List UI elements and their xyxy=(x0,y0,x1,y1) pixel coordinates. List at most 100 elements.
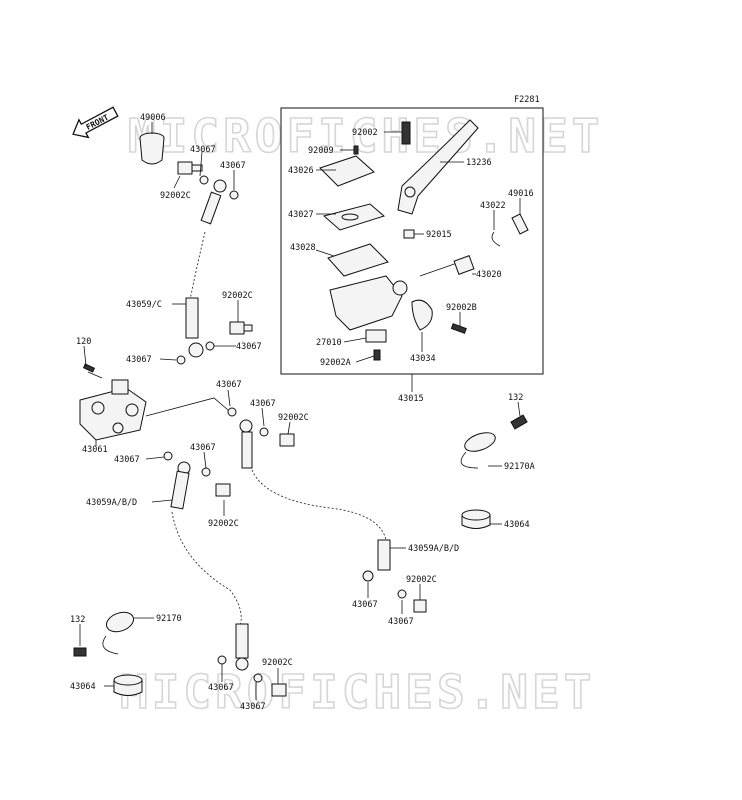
label-43061: 43061 xyxy=(82,440,108,455)
svg-text:43059A/B/D: 43059A/B/D xyxy=(408,544,459,554)
svg-text:92002C: 92002C xyxy=(406,575,437,585)
svg-text:43067: 43067 xyxy=(240,702,266,712)
label-43064-a: 43064 xyxy=(490,520,530,530)
svg-text:43034: 43034 xyxy=(410,354,436,364)
label-120: 120 xyxy=(76,337,91,367)
label-43067-j: 43067 xyxy=(388,600,414,627)
label-43067-e: 43067 xyxy=(216,380,242,407)
svg-text:92009: 92009 xyxy=(308,146,334,156)
label-43067-c: 43067 xyxy=(214,342,262,352)
watermark-top: MICROFICHES.NET xyxy=(128,109,603,163)
part-shape-clamp-right xyxy=(460,414,528,529)
label-43067-i: 43067 xyxy=(352,582,378,610)
label-92002: 92002 xyxy=(352,128,402,138)
label-92170: 92170 xyxy=(134,614,182,624)
label-92002c-f: 92002C xyxy=(262,658,293,684)
label-13236: 13236 xyxy=(440,158,492,168)
svg-text:92002C: 92002C xyxy=(208,519,239,529)
svg-text:43067: 43067 xyxy=(114,455,140,465)
label-43067-d: 43067 xyxy=(126,355,177,365)
svg-text:43061: 43061 xyxy=(82,445,108,455)
svg-text:92002B: 92002B xyxy=(446,303,477,313)
svg-text:43067: 43067 xyxy=(236,342,262,352)
part-shape-49006 xyxy=(139,132,165,165)
label-92002c-a: 92002C xyxy=(160,175,191,201)
svg-text:92170A: 92170A xyxy=(504,462,535,472)
part-shape-hose-lower-left xyxy=(170,461,287,697)
label-43067-h: 43067 xyxy=(190,443,216,469)
svg-text:92002: 92002 xyxy=(352,128,378,138)
label-43067-a: 43067 xyxy=(190,145,216,177)
label-43027: 43027 xyxy=(288,210,336,220)
label-43067-k: 43067 xyxy=(208,664,234,693)
label-43020: 43020 xyxy=(472,270,502,280)
label-92002c-b: 92002C xyxy=(222,291,253,322)
svg-text:43067: 43067 xyxy=(190,145,216,155)
label-43026: 43026 xyxy=(288,166,336,176)
svg-text:92170: 92170 xyxy=(156,614,182,624)
watermark-bottom: MICROFICHES.NET xyxy=(120,665,595,719)
svg-text:43059A/B/D: 43059A/B/D xyxy=(86,498,137,508)
svg-text:43067: 43067 xyxy=(216,380,242,390)
figure-code: F2281 xyxy=(514,95,540,105)
label-49006: 49006 xyxy=(140,113,166,134)
svg-text:43067: 43067 xyxy=(126,355,152,365)
label-92002b: 92002B xyxy=(446,303,477,326)
svg-text:120: 120 xyxy=(76,337,91,347)
svg-text:43028: 43028 xyxy=(290,243,316,253)
label-43022: 43022 xyxy=(480,201,506,230)
svg-text:132: 132 xyxy=(70,615,85,625)
label-43059c: 43059/C xyxy=(126,300,186,310)
part-shape-hose-top xyxy=(189,179,227,301)
svg-text:43027: 43027 xyxy=(288,210,314,220)
svg-text:43067: 43067 xyxy=(190,443,216,453)
label-132-a: 132 xyxy=(508,393,523,417)
part-shape-43061 xyxy=(79,363,147,441)
svg-text:43067: 43067 xyxy=(388,617,414,627)
svg-text:43067: 43067 xyxy=(250,399,276,409)
svg-text:49006: 49006 xyxy=(140,113,166,123)
svg-text:43064: 43064 xyxy=(70,682,96,692)
label-132-b: 132 xyxy=(70,615,85,646)
svg-text:43067: 43067 xyxy=(352,600,378,610)
svg-text:43026: 43026 xyxy=(288,166,314,176)
part-shape-bolt-top xyxy=(177,161,239,200)
svg-text:92002C: 92002C xyxy=(278,413,309,423)
svg-text:43067: 43067 xyxy=(220,161,246,171)
label-43034: 43034 xyxy=(410,332,436,364)
label-92009: 92009 xyxy=(308,146,354,156)
svg-text:43059/C: 43059/C xyxy=(126,300,162,310)
svg-text:43067: 43067 xyxy=(208,683,234,693)
svg-text:13236: 13236 xyxy=(466,158,492,168)
part-shape-hose-mid-right xyxy=(239,419,427,613)
svg-text:43020: 43020 xyxy=(476,270,502,280)
svg-text:27010: 27010 xyxy=(316,338,342,348)
label-92170a: 92170A xyxy=(488,462,535,472)
label-43059abd-a: 43059A/B/D xyxy=(86,498,173,508)
label-43064-b: 43064 xyxy=(70,682,114,692)
assembly-label: 43015 xyxy=(398,394,424,404)
svg-text:92002C: 92002C xyxy=(262,658,293,668)
svg-text:92002C: 92002C xyxy=(222,291,253,301)
label-92002c-e: 92002C xyxy=(406,575,437,600)
svg-text:43022: 43022 xyxy=(480,201,506,211)
label-92002c-c: 92002C xyxy=(278,413,309,435)
label-92002c-d: 92002C xyxy=(208,500,239,529)
label-43067-g: 43067 xyxy=(114,455,165,465)
label-27010: 27010 xyxy=(316,337,367,348)
part-shape-master-cylinder xyxy=(319,119,529,361)
svg-text:132: 132 xyxy=(508,393,523,403)
label-92002a: 92002A xyxy=(320,355,375,368)
part-shape-clamp-left xyxy=(73,611,143,696)
label-43059abd-b: 43059A/B/D xyxy=(390,544,459,554)
part-shape-hose-fitting-c xyxy=(185,297,253,358)
label-43067-f: 43067 xyxy=(250,399,276,427)
front-arrow-icon: FRONT xyxy=(72,106,119,139)
svg-text:92002C: 92002C xyxy=(160,191,191,201)
svg-text:92015: 92015 xyxy=(426,230,452,240)
label-92015: 92015 xyxy=(414,230,452,240)
label-43067-b: 43067 xyxy=(220,161,246,190)
svg-text:43064: 43064 xyxy=(504,520,530,530)
label-43067-l: 43067 xyxy=(240,682,266,712)
